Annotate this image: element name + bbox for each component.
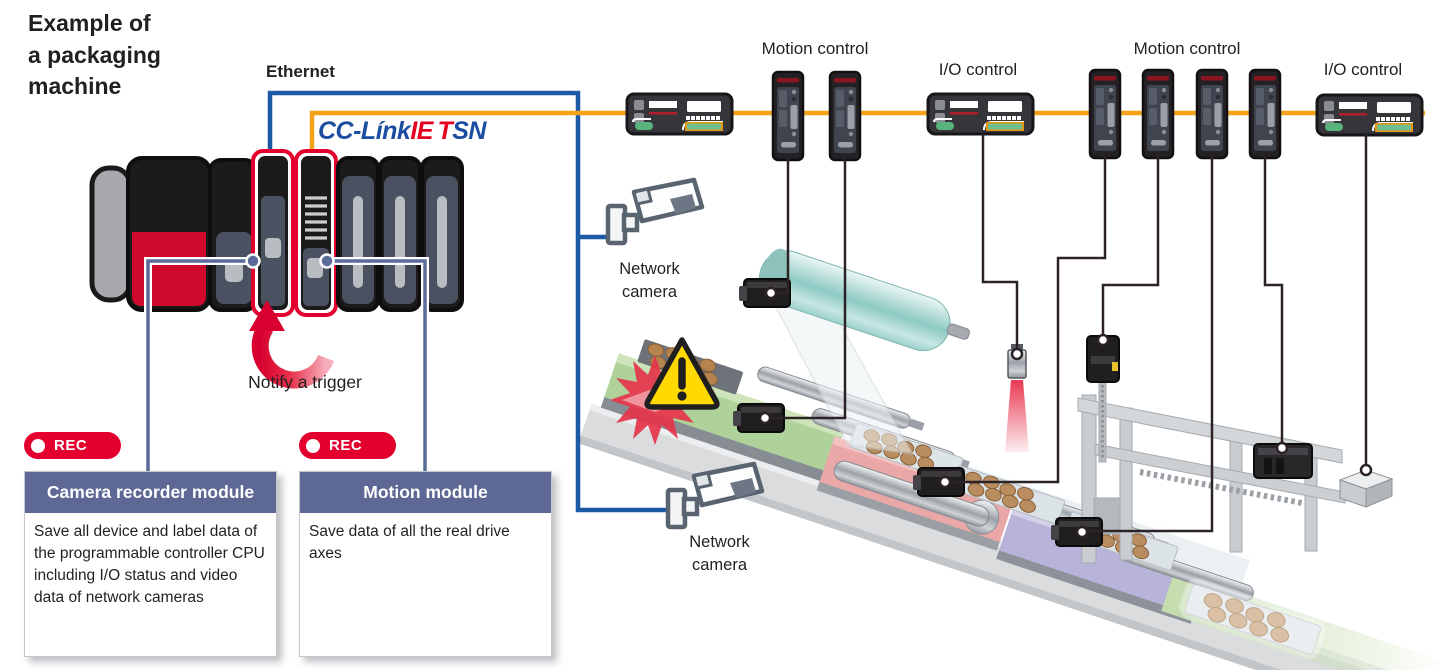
cookie-tray xyxy=(951,465,1066,525)
cclink-tsn-line xyxy=(309,110,1425,152)
camera-recorder-module xyxy=(251,149,295,317)
vertical-axis-motor xyxy=(1086,335,1120,383)
rec-dot-icon xyxy=(306,438,320,453)
logo-ie: IE xyxy=(410,117,433,145)
network-camera-label: Network camera xyxy=(689,533,750,575)
servo-amplifier xyxy=(1248,68,1282,160)
plc-unit xyxy=(89,149,464,317)
device-drop-lines xyxy=(770,133,1368,533)
info-box-body: Save data of all the real drive axes xyxy=(309,523,510,562)
trigger-arrow-icon xyxy=(249,300,334,389)
remote-io-device xyxy=(625,92,734,136)
io-terminal-box xyxy=(1338,469,1394,508)
camera-recorder-info-box: Camera recorder module Save all device a… xyxy=(24,471,277,657)
rec-badge: REC xyxy=(299,432,396,459)
connection-points xyxy=(758,286,1373,539)
info-box-body: Save all device and label data of the pr… xyxy=(34,523,265,606)
cclink-ie-tsn-logo: CC-LínkIE TSN xyxy=(318,117,486,146)
rec-badge-label: REC xyxy=(54,437,88,454)
servo-amplifier xyxy=(771,70,805,162)
network-camera-icon xyxy=(608,180,702,243)
motion-control-label: Motion control xyxy=(1133,39,1241,58)
servo-amplifier xyxy=(1195,68,1229,160)
module-callout-lines xyxy=(144,253,429,472)
remote-io-device xyxy=(926,92,1035,136)
logo-cclink: CC-Línk xyxy=(318,117,411,145)
page-title: Example of a packaging machine xyxy=(28,10,161,100)
wrapped-package xyxy=(1178,578,1327,660)
rec-badge: REC xyxy=(24,432,121,459)
notify-trigger-label: Notify a trigger xyxy=(248,372,362,392)
machine-illustration xyxy=(578,248,1440,670)
rec-badge-label: REC xyxy=(329,437,363,454)
info-box-header: Camera recorder module xyxy=(25,472,276,513)
logo-sn: SN xyxy=(452,117,486,145)
io-control-label: I/O control xyxy=(1323,60,1403,79)
io-control-label: I/O control xyxy=(938,60,1018,79)
rec-dot-icon xyxy=(31,438,45,453)
remote-io-device xyxy=(1315,93,1424,137)
info-box-header: Motion module xyxy=(300,472,551,513)
servo-amplifier xyxy=(1088,68,1122,160)
warning-icon xyxy=(644,337,720,410)
ethernet-label: Ethernet xyxy=(266,62,335,81)
logo-t: T xyxy=(437,117,453,145)
motion-module-info-box: Motion module Save data of all the real … xyxy=(299,471,552,657)
network-camera-label: Network camera xyxy=(619,260,680,302)
servo-amplifier xyxy=(828,70,862,162)
motion-module xyxy=(294,149,338,317)
ethernet-line xyxy=(267,90,676,513)
motion-control-label: Motion control xyxy=(761,39,869,58)
servo-amplifier xyxy=(1141,68,1175,160)
